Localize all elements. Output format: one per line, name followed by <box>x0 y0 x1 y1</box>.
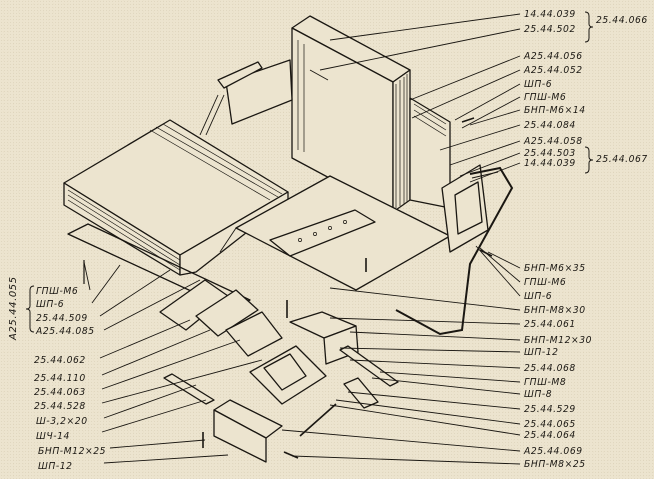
part-label: 25.44.529 <box>524 404 576 415</box>
leader-line <box>339 347 521 353</box>
leader-line <box>439 124 521 151</box>
leader-line <box>103 279 201 331</box>
part-label: 14.44.039 <box>524 158 576 169</box>
leader-line <box>329 13 521 41</box>
left-armrest <box>199 59 293 136</box>
leader-line <box>469 109 521 126</box>
brace-left <box>25 285 35 333</box>
leader-line <box>101 339 241 390</box>
left-label: 25.44.110 <box>34 373 86 384</box>
leader-line <box>449 140 521 166</box>
leader-line <box>349 331 521 341</box>
leader-line <box>103 384 197 419</box>
leader-line <box>91 264 121 304</box>
leader-line <box>379 371 521 383</box>
part-label: БНП-М6×14 <box>524 105 586 116</box>
brace-mid-right <box>584 146 594 174</box>
group-label-a25-44-055: A25.44.055 <box>8 276 19 340</box>
leader-line <box>103 454 229 464</box>
group-label-25-44-067: 25.44.067 <box>596 154 648 165</box>
leader-line <box>99 319 191 359</box>
leader-line <box>329 404 521 436</box>
leader-line <box>475 245 521 297</box>
left-label: БНП-М12×25 <box>38 446 107 457</box>
leader-line <box>281 429 521 452</box>
part-label: A25.44.058 <box>524 136 583 147</box>
left-group-label: ШП-6 <box>36 299 65 310</box>
leader-line <box>109 439 206 449</box>
seat-frame <box>219 175 451 291</box>
leader-line <box>479 247 521 283</box>
part-label: 25.44.064 <box>524 430 576 441</box>
part-label: БНП-М6×35 <box>524 263 586 274</box>
part-label: БНП-М8×30 <box>524 305 586 316</box>
part-label: 25.44.084 <box>524 120 576 131</box>
leader-line <box>291 455 521 465</box>
leader-line <box>347 391 521 410</box>
leader-line <box>409 55 521 101</box>
left-label: ШЧ-14 <box>36 431 70 442</box>
backrest <box>291 15 411 213</box>
left-label: 25.44.063 <box>34 387 86 398</box>
left-group-label: 25.44.509 <box>36 313 88 324</box>
part-label: 14.44.039 <box>524 9 576 20</box>
left-label: ШП-12 <box>38 461 73 472</box>
leader-line <box>371 377 521 395</box>
leader-line <box>101 329 211 376</box>
leader-line <box>329 287 521 311</box>
left-group-label: A25.44.085 <box>36 326 95 337</box>
part-label: БНП-М12×30 <box>524 335 593 346</box>
part-label: ШП-6 <box>524 291 553 302</box>
left-label: 25.44.062 <box>34 355 86 366</box>
leader-line <box>101 359 263 404</box>
leader-line <box>349 359 521 369</box>
leader-lines <box>83 13 521 465</box>
leader-line <box>329 317 521 325</box>
part-label: 25.44.065 <box>524 419 576 430</box>
part-label: 25.44.502 <box>524 24 576 35</box>
leader-line <box>319 28 521 71</box>
leader-line <box>101 399 207 433</box>
left-group-label: ГПШ-М6 <box>36 286 79 297</box>
part-label: 25.44.503 <box>524 148 576 159</box>
part-label: ШП-6 <box>524 79 553 90</box>
seat-cushion <box>63 119 289 276</box>
leader-line <box>335 399 521 425</box>
part-label: ШП-8 <box>524 389 553 400</box>
leader-line <box>454 83 521 121</box>
part-label: 25.44.061 <box>524 319 576 330</box>
part-label: ГПШ-М6 <box>524 92 567 103</box>
part-label: 25.44.068 <box>524 363 576 374</box>
part-label: ГПШ-М6 <box>524 277 567 288</box>
brace-top-right <box>584 11 594 43</box>
part-label: ГПШ-М8 <box>524 377 567 388</box>
leader-line <box>461 96 521 129</box>
part-label: БНП-М8×25 <box>524 459 586 470</box>
part-label: A25.44.056 <box>524 51 583 62</box>
leader-line <box>469 162 521 183</box>
slide-mechanism <box>159 279 327 405</box>
left-label: Ш-3,2×20 <box>36 416 88 427</box>
right-armrest <box>395 164 514 336</box>
lower-bracket-a25-44-069 <box>213 399 283 463</box>
part-label: ШП-12 <box>524 347 559 358</box>
leader-line <box>83 261 91 291</box>
leader-line <box>487 251 521 269</box>
leader-line <box>459 152 521 177</box>
part-label: A25.44.052 <box>524 65 583 76</box>
group-label-25-44-066: 25.44.066 <box>596 15 648 26</box>
part-label: A25.44.069 <box>524 446 583 457</box>
leader-line <box>99 269 171 317</box>
leader-line <box>411 69 521 119</box>
left-label: 25.44.528 <box>34 401 86 412</box>
